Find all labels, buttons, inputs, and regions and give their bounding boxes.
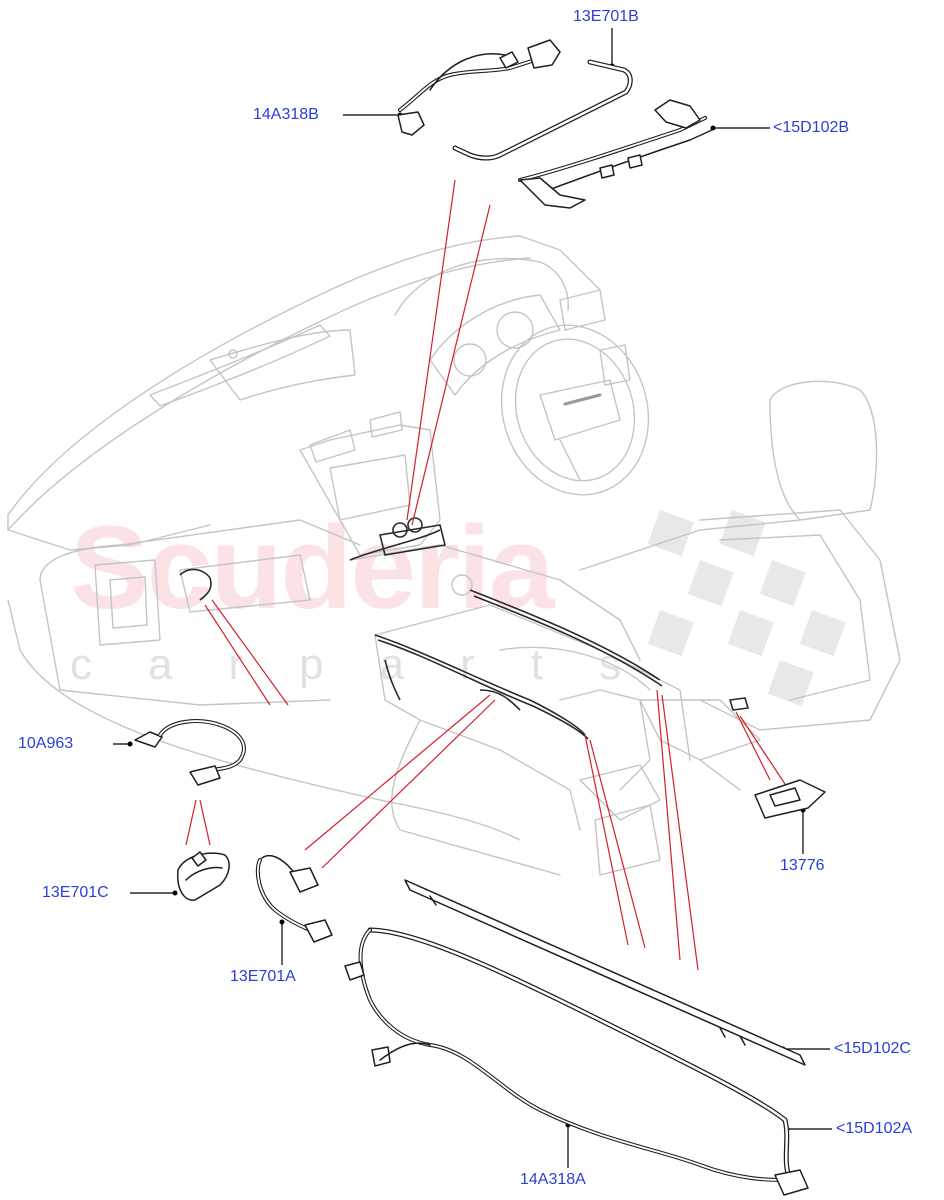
callout-15d102b[interactable]: <15D102B: [773, 119, 850, 136]
callout-15d102a[interactable]: <15D102A: [836, 1120, 913, 1137]
callout-10a963[interactable]: 10A963: [18, 735, 74, 752]
callout-15d102c[interactable]: <15D102C: [834, 1040, 911, 1057]
callout-13776[interactable]: 13776: [780, 857, 825, 874]
callout-13e701c[interactable]: 13E701C: [42, 884, 109, 901]
callout-14a318a[interactable]: 14A318A: [520, 1171, 586, 1188]
callout-13e701a[interactable]: 13E701A: [230, 968, 296, 985]
callout-14a318b[interactable]: 14A318B: [253, 106, 319, 123]
callout-13e701b[interactable]: 13E701B: [573, 8, 639, 25]
